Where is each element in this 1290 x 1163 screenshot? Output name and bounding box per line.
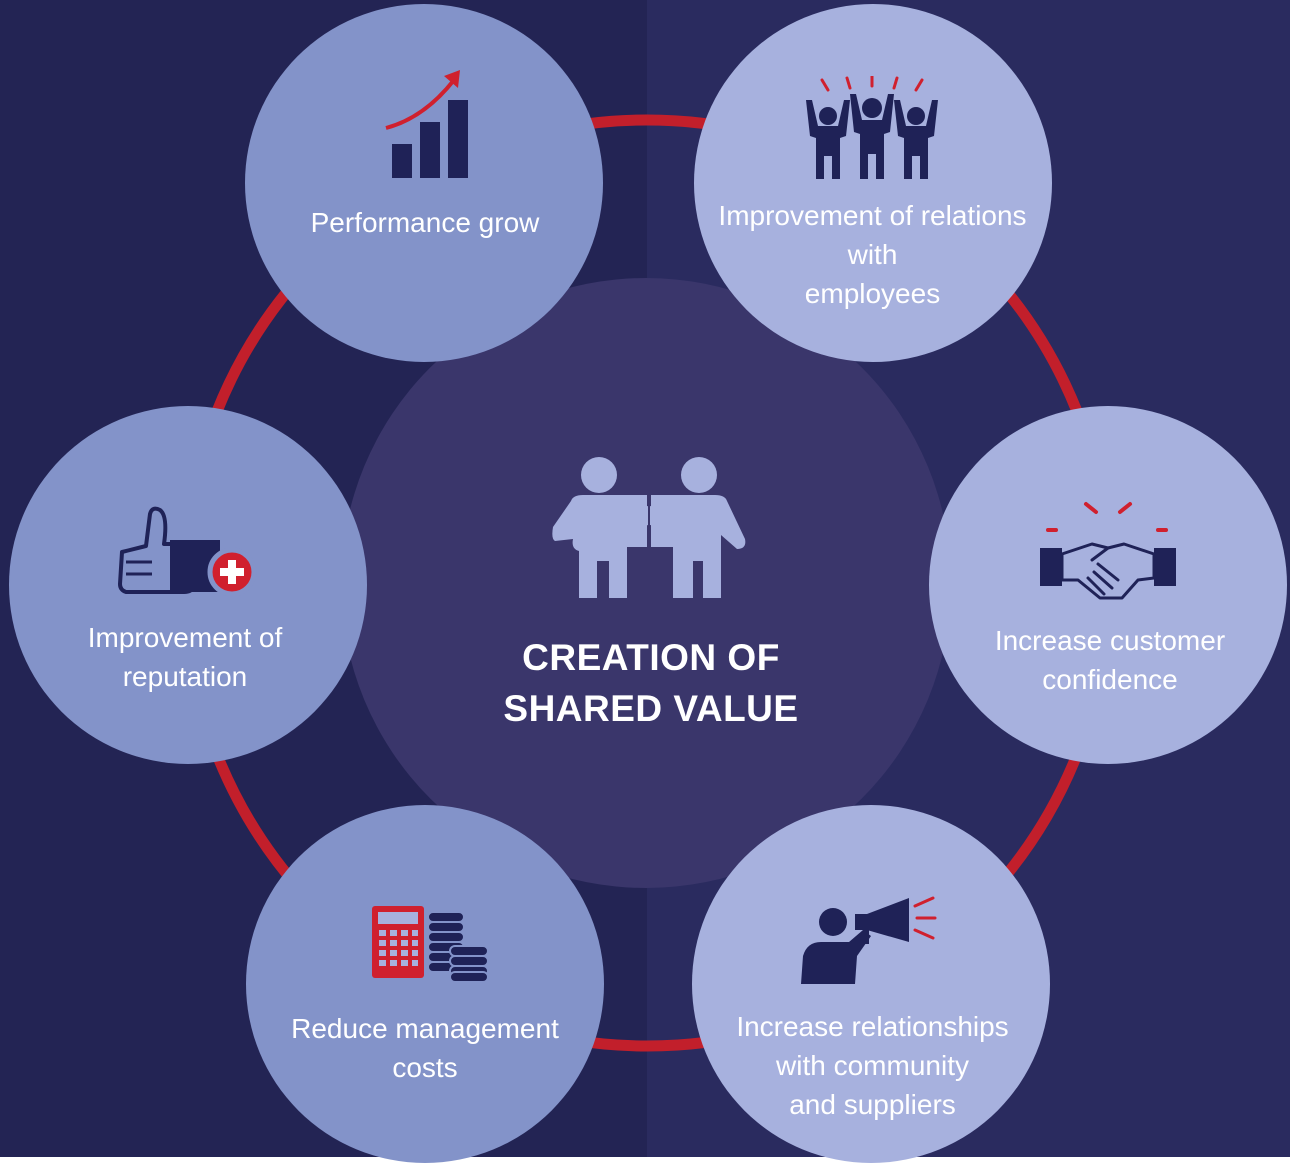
growth-chart-icon [385,70,468,178]
node-community[interactable] [692,805,1050,1163]
center-title: CREATION OF SHARED VALUE [503,637,799,729]
node-costs[interactable] [246,805,604,1163]
node-employees[interactable] [694,4,1052,362]
puzzle-people-icon [552,457,746,598]
center-circle [341,278,951,888]
thumbs-up-plus-icon [118,506,257,597]
calculator-coins-icon [372,906,489,983]
node-label-costs: Reduce management costs [291,1013,559,1083]
node-label-reputation: Improvement of reputation [87,622,283,692]
megaphone-person-icon [801,896,937,984]
cheering-people-icon [806,76,938,179]
handshake-icon [1040,502,1176,600]
node-performance[interactable] [245,4,603,362]
node-label-community: Increase relationships with community an… [736,1011,1009,1120]
node-label-customer: Increase customer confidence [994,625,1226,695]
node-label-performance: Performance grow [310,207,540,238]
node-label-employees: Improvement of relations with employees [718,200,1027,309]
